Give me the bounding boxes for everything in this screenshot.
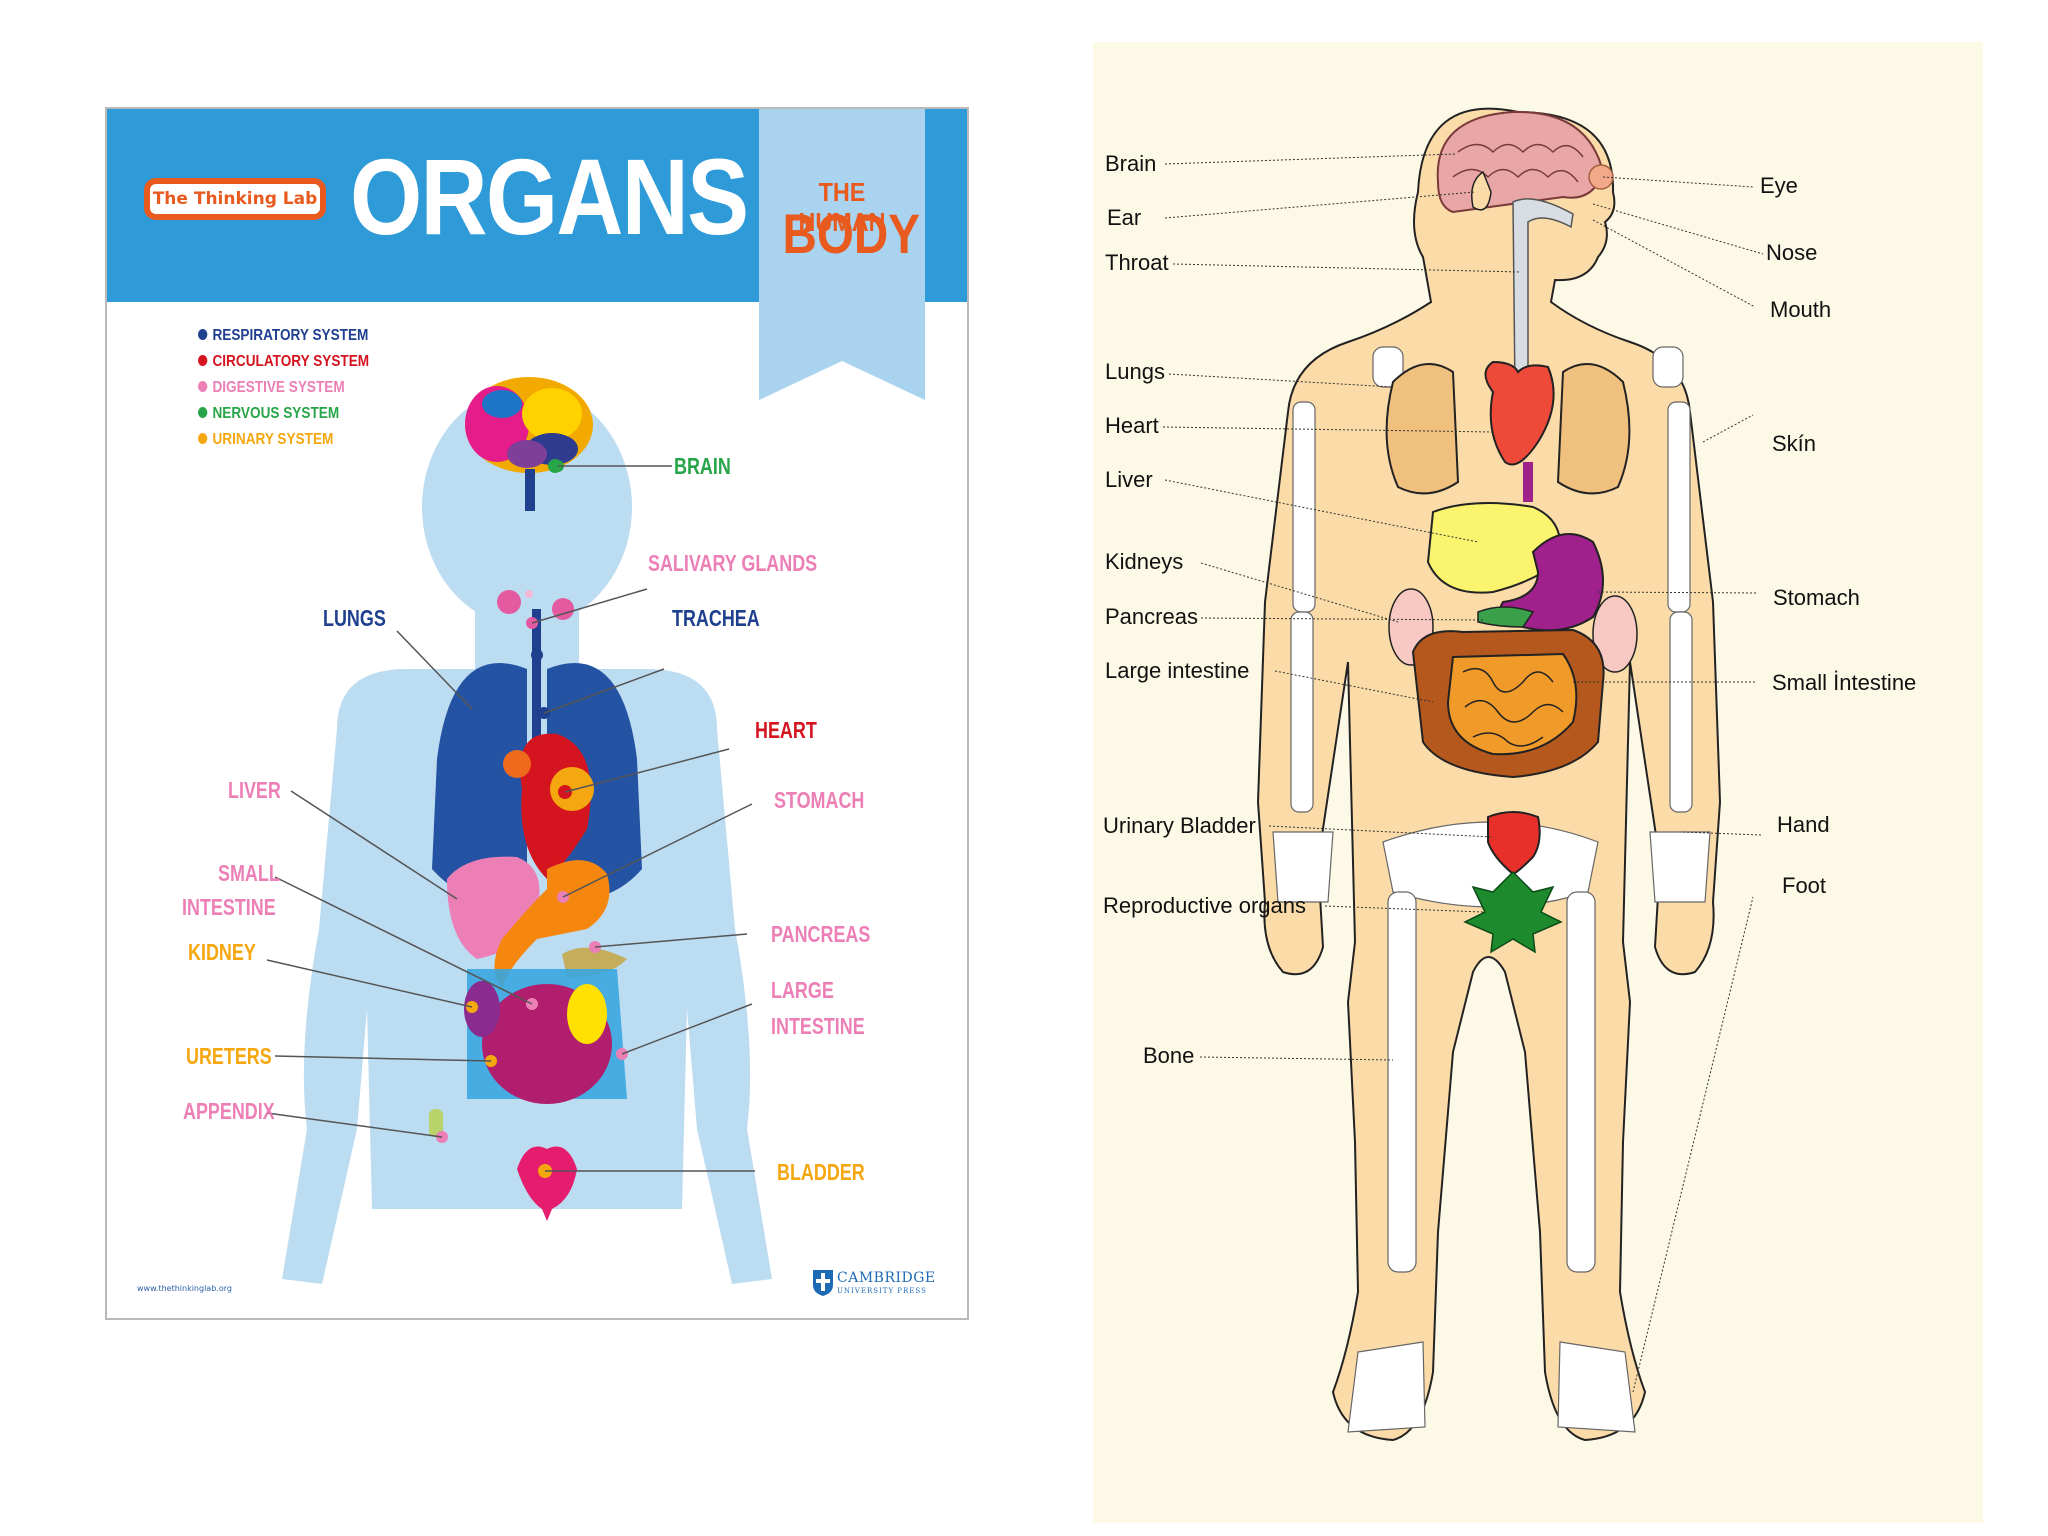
label-stomach: STOMACH [774, 787, 865, 813]
label-salivary-glands: SALIVARY GLANDS [648, 550, 818, 576]
label-bladder: BLADDER [777, 1159, 865, 1185]
anatomy-label-urinary-bladder: Urinary Bladder [1103, 813, 1256, 838]
salivary-glands-illustration [497, 590, 574, 620]
anatomy-label-stomach: Stomach [1773, 585, 1860, 610]
legend-item-circulatory: CIRCULATORY SYSTEM [198, 351, 369, 373]
label-kidney: KIDNEY [188, 939, 256, 965]
legend-label: NERVOUS SYSTEM [212, 405, 340, 422]
left-lung [1385, 363, 1460, 495]
anatomy-label-eye: Eye [1760, 173, 1798, 198]
poster-footer-url: www.thethinkinglab.org [137, 1284, 232, 1293]
label-trachea: TRACHEA [672, 605, 760, 631]
kidney-right [1592, 595, 1638, 673]
skeleton [1272, 346, 1711, 1433]
organs-poster: The Thinking Lab ORGANS THE HUMAN BODY R… [105, 107, 969, 1320]
anatomy-label-skin: Skín [1772, 431, 1817, 456]
anatomy-label-reproductive-organs: Reproductive organs [1103, 893, 1307, 918]
legend-item-urinary: URINARY SYSTEM [198, 429, 333, 451]
trachea-illustration [532, 609, 541, 759]
legend-dot [198, 355, 208, 367]
label-ureters: URETERS [186, 1043, 272, 1069]
label-large-intestine-line1: LARGE [771, 977, 834, 1003]
ear-shape [1471, 170, 1492, 211]
anatomy-label-large-intestine: Large intestine [1105, 658, 1250, 683]
right-lung [1556, 363, 1631, 495]
stomach-shape [1499, 533, 1604, 632]
anatomy-artwork [1162, 107, 1764, 1442]
label-brain: BRAIN [674, 453, 731, 479]
legend-label: URINARY SYSTEM [212, 431, 334, 448]
brain-folds [1452, 143, 1584, 183]
legend-label: DIGESTIVE SYSTEM [212, 379, 345, 396]
legend-label: RESPIRATORY SYSTEM [212, 327, 369, 344]
small-intestine-shape [1446, 652, 1578, 756]
anatomy-label-small-intestine: Small İntestine [1772, 670, 1917, 695]
ribbon-subtitle: THE HUMAN [798, 177, 886, 237]
kidney-illustration [464, 981, 500, 1037]
label-heart: HEART [755, 717, 817, 743]
label-lungs: LUNGS [323, 605, 386, 631]
anatomy-label-bone: Bone [1143, 1043, 1195, 1068]
label-small-intestine-line1: SMALL [218, 860, 280, 886]
intestine-coils [1462, 667, 1564, 747]
throat-airway [1512, 198, 1574, 393]
label-large-intestine-line2: INTESTINE [771, 1013, 865, 1039]
bladder-shape [1487, 811, 1541, 876]
anatomy-label-foot: Foot [1782, 873, 1827, 898]
legend-item-respiratory: RESPIRATORY SYSTEM [198, 325, 368, 347]
anatomy-label-pancreas: Pancreas [1105, 604, 1198, 629]
anatomy-label-brain: Brain [1105, 151, 1157, 176]
eye-shape [1588, 164, 1614, 190]
label-appendix: APPENDIX [183, 1098, 275, 1124]
anatomy-label-heart: Heart [1105, 413, 1159, 438]
poster-title: ORGANS [350, 136, 749, 257]
publisher-name: CAMBRIDGE [837, 1270, 936, 1286]
pancreas-shape [1477, 606, 1535, 628]
anatomy-leader-lines [1162, 153, 1764, 1393]
anatomy-label-lungs: Lungs [1105, 359, 1165, 384]
poster-artwork [266, 109, 925, 1284]
anatomy-label-liver: Liver [1105, 467, 1153, 492]
legend-label: CIRCULATORY SYSTEM [212, 353, 370, 370]
poster-leader-lines [266, 465, 755, 1172]
heart-shape [1484, 360, 1555, 466]
label-liver: LIVER [228, 777, 281, 803]
bladder-illustration [517, 1146, 577, 1221]
appendix-illustration [429, 1109, 443, 1137]
legend-item-nervous: NERVOUS SYSTEM [198, 403, 339, 425]
stomach-illustration [494, 860, 610, 989]
legend-dot [198, 407, 208, 419]
thinking-lab-badge: The Thinking Lab [144, 178, 326, 220]
label-small-intestine-line2: INTESTINE [182, 894, 276, 920]
poster-ribbon [759, 109, 925, 400]
anatomy-label-kidneys: Kidneys [1105, 549, 1184, 574]
anatomy-label-mouth: Mouth [1770, 297, 1832, 322]
anatomy-diagram: Brain Ear Throat Lungs Heart Liver Kidne… [1093, 42, 1983, 1523]
anatomy-label-nose: Nose [1766, 240, 1818, 265]
anatomy-label-ear: Ear [1107, 205, 1142, 230]
legend-item-digestive: DIGESTIVE SYSTEM [198, 377, 345, 399]
legend-dot [198, 381, 208, 393]
anatomy-label-hand: Hand [1777, 812, 1830, 837]
label-pancreas: PANCREAS [771, 921, 871, 947]
legend-dot [198, 329, 208, 341]
publisher-subtitle: UNIVERSITY PRESS [837, 1287, 927, 1295]
legend-dot [198, 433, 208, 445]
anatomy-label-throat: Throat [1105, 250, 1169, 275]
reproductive-organs-shape [1463, 870, 1563, 954]
ribbon-title: BODY [782, 202, 921, 265]
cambridge-crest-icon [813, 1270, 833, 1296]
